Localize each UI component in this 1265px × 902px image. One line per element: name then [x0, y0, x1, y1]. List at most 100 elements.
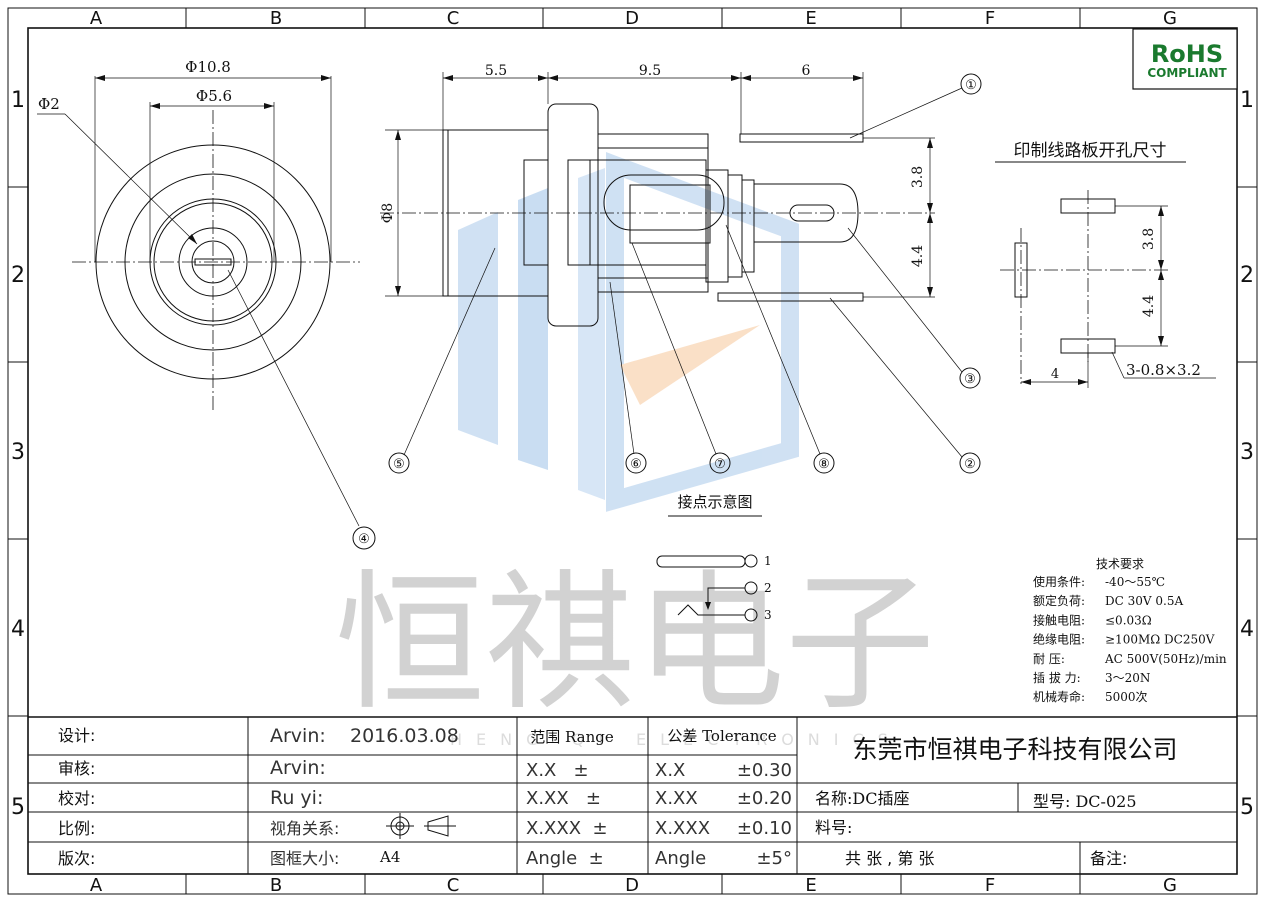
sheet-border	[7, 7, 1258, 895]
pcb-dim-upper: 3.8	[1141, 228, 1157, 250]
tech-label: 绝缘电阻:	[1033, 632, 1085, 647]
tech-value: 3～20N	[1105, 671, 1150, 685]
callout-5: ⑤	[393, 457, 405, 472]
callout-6: ⑥	[630, 457, 642, 472]
tb-name: 图框大小:	[270, 849, 339, 868]
zone-row-left-4: 4	[11, 617, 25, 642]
zone-col-bottom-B: B	[270, 875, 282, 896]
contact-pin-1: 1	[764, 554, 772, 568]
tb-label: 版次:	[58, 849, 95, 868]
tech-value: ≤0.03Ω	[1105, 613, 1152, 627]
tech-label: 耐 压:	[1033, 652, 1065, 666]
dim-outer-diameter: Φ10.8	[185, 58, 231, 76]
tech-label: 机械寿命:	[1033, 689, 1085, 704]
zone-col-top-G: G	[1163, 8, 1177, 29]
dim-body-diameter: Φ8	[380, 203, 396, 223]
zone-col-bottom-F: F	[985, 875, 995, 896]
zone-col-bottom-D: D	[625, 875, 639, 896]
pcb-hole-spec: 3-0.8×3.2	[1126, 361, 1201, 379]
zone-row-left-1: 1	[11, 88, 25, 113]
remarks: 备注:	[1090, 849, 1127, 868]
tolerance-header: 公差 Tolerance	[667, 727, 776, 745]
part-name: 名称:DC插座	[815, 789, 909, 808]
tb-label: 设计:	[58, 726, 95, 745]
zone-col-bottom-A: A	[90, 875, 103, 896]
callout-4: ④	[358, 532, 370, 547]
tb-range: Angle ±	[526, 848, 604, 869]
callout-3: ③	[964, 372, 976, 387]
dim-inner-diameter: Φ5.6	[196, 87, 232, 105]
tb-name: Arvin:	[270, 757, 326, 779]
contact-pin-2: 2	[764, 581, 772, 595]
tb-tol-key: X.XX	[655, 788, 698, 809]
zone-col-top-F: F	[985, 8, 995, 29]
tb-range: X.XX ±	[526, 788, 601, 809]
tech-label: 插 拔 力:	[1033, 670, 1081, 685]
callout-1: ①	[965, 78, 977, 93]
tech-value: AC 500V(50Hz)/min	[1104, 652, 1227, 666]
dim-pin-spacing-lower: 4.4	[910, 245, 926, 267]
company-name: 东莞市恒祺电子科技有限公司	[852, 735, 1177, 764]
tb-range: X.XXX ±	[526, 818, 608, 839]
pcb-dim-lower: 4.4	[1141, 295, 1157, 317]
design-date: 2016.03.08	[350, 725, 459, 747]
svg-text:恒祺电子: 恒祺电子	[335, 557, 935, 731]
rohs-badge: RoHS COMPLIANT	[1132, 28, 1238, 90]
rohs-subtitle: COMPLIANT	[1147, 66, 1227, 80]
tech-label: 使用条件:	[1033, 574, 1085, 589]
watermark-logo	[458, 152, 799, 512]
tech-value: DC 30V 0.5A	[1105, 594, 1183, 608]
zone-row-right-2: 2	[1240, 263, 1254, 288]
tb-tol-value: ±0.20	[737, 788, 792, 809]
zone-col-top-A: A	[90, 8, 103, 29]
contact-diagram: 接点示意图 1 2 3	[656, 493, 772, 622]
tb-tol-value: ±5°	[756, 848, 792, 869]
frame-size: A4	[379, 848, 400, 866]
tb-tol-value: ±0.30	[737, 760, 792, 781]
rohs-title: RoHS	[1151, 40, 1223, 68]
zone-col-top-B: B	[270, 8, 282, 29]
tb-tol-key: X.XXX	[655, 818, 710, 839]
model-number: 型号: DC-025	[1033, 792, 1137, 811]
tb-name: Arvin:	[270, 725, 326, 747]
zone-row-left-2: 2	[11, 263, 25, 288]
svg-text:HENG QI ELECTRONICS: HENG QI ELECTRONICS	[450, 730, 902, 749]
side-view: 5.5 9.5 6 Φ8 3.8 4.4 ① ② ③ ⑤ ⑥	[380, 63, 982, 474]
zone-col-bottom-E: E	[805, 875, 816, 896]
zone-col-bottom-C: C	[447, 875, 460, 896]
dim-length-a: 5.5	[485, 63, 507, 79]
tb-range: X.X ±	[526, 760, 589, 781]
front-view: Φ10.8 Φ5.6 Φ2 ④	[37, 58, 376, 550]
dim-length-b: 9.5	[639, 63, 661, 79]
zone-col-top-D: D	[625, 8, 639, 29]
tech-value: ≥100MΩ DC250V	[1105, 633, 1215, 647]
tb-label: 比例:	[58, 819, 95, 838]
zone-row-right-5: 5	[1240, 795, 1254, 820]
tech-value: 5000次	[1105, 690, 1148, 704]
zone-row-right-4: 4	[1240, 617, 1254, 642]
pcb-hole-layout: 印制线路板开孔尺寸 3.8 4.4 4 3-0.8×3.2	[995, 141, 1216, 388]
callout-8: ⑧	[818, 457, 830, 472]
tech-label: 额定负荷:	[1033, 593, 1085, 608]
zone-row-left-5: 5	[11, 795, 25, 820]
dim-pin-diameter: Φ2	[38, 95, 60, 113]
tech-value: -40～55℃	[1105, 575, 1165, 589]
material-number: 料号:	[815, 818, 852, 837]
zone-row-right-1: 1	[1240, 88, 1254, 113]
sheet-count: 共 张 , 第 张	[845, 849, 934, 868]
title-block: 设计:Arvin:审核:Arvin:校对:Ru yi:比例:视角关系:版次:图框…	[28, 716, 1237, 874]
watermark-text: 恒祺电子 HENG QI ELECTRONICS	[335, 557, 935, 749]
dim-pin-spacing-upper: 3.8	[910, 166, 926, 188]
tb-label: 审核:	[58, 759, 95, 778]
zone-row-right-3: 3	[1240, 440, 1254, 465]
tb-tol-value: ±0.10	[737, 818, 792, 839]
tb-label: 校对:	[58, 789, 95, 808]
zone-col-bottom-G: G	[1163, 875, 1177, 896]
pcb-title: 印制线路板开孔尺寸	[1014, 141, 1167, 161]
zone-row-left-3: 3	[11, 440, 25, 465]
contact-title: 接点示意图	[677, 493, 752, 511]
contact-pin-3: 3	[764, 608, 772, 622]
tb-tol-key: X.X	[655, 760, 685, 781]
